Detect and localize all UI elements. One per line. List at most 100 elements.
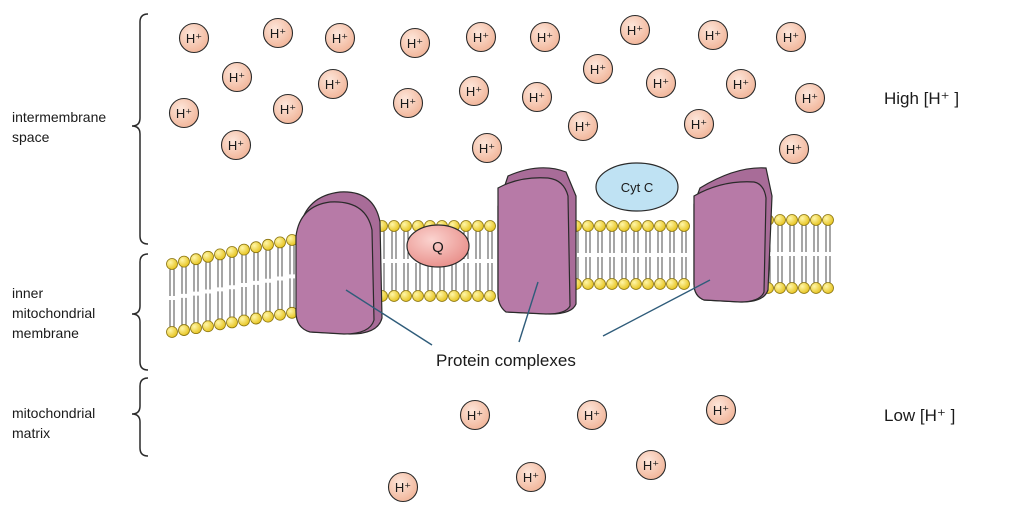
proton-ion: H⁺ — [317, 68, 349, 100]
lipid-head — [460, 290, 472, 302]
lipid-head — [594, 278, 606, 290]
proton-label: H⁺ — [407, 36, 423, 51]
proton-label: H⁺ — [229, 70, 245, 85]
proton-ion: H⁺ — [683, 108, 715, 140]
lipid-head — [226, 316, 238, 329]
lipid-head — [786, 282, 798, 294]
proton-group: H⁺ H⁺ H⁺ H⁺ H⁺ H⁺ H⁺ H⁺ H⁺ H⁺ H⁺ H⁺ H⁺ H⁺ H⁺ H⁺ H⁺ H⁺ H⁺ H⁺… — [168, 14, 826, 503]
proton-ion: H⁺ — [458, 75, 490, 107]
lipid-head — [202, 250, 214, 263]
proton-ion: H⁺ — [582, 53, 614, 85]
proton-label: H⁺ — [584, 408, 600, 423]
proton-label: H⁺ — [467, 408, 483, 423]
q-label: Q — [432, 239, 444, 256]
brace-intermembrane — [131, 13, 149, 245]
protein-pointer-lines — [345, 279, 711, 346]
lipid-head — [250, 241, 262, 254]
lipid-head — [412, 290, 424, 302]
lipid-head — [178, 255, 190, 268]
lipid-head — [400, 290, 412, 302]
lipid-head — [774, 214, 786, 226]
lipid-head — [484, 220, 496, 232]
lipid-head — [654, 278, 666, 290]
proton-ion: H⁺ — [465, 21, 497, 53]
lipid-head — [484, 290, 496, 302]
high-concentration-label: High [H⁺ ] — [884, 89, 959, 108]
proton-label: H⁺ — [228, 138, 244, 153]
proton-ion: H⁺ — [324, 22, 356, 54]
lipid-head — [798, 214, 810, 226]
pointer-line-2 — [518, 281, 539, 343]
lipid-head — [618, 278, 630, 290]
lipid-head — [630, 220, 642, 232]
proton-ion: H⁺ — [567, 110, 599, 142]
lipid-head — [178, 324, 190, 336]
lipid-head — [448, 290, 460, 302]
cytochrome-c: Cyt C — [595, 162, 679, 212]
proton-label: H⁺ — [400, 96, 416, 111]
region-label-matrix: mitochondrial matrix — [12, 405, 99, 441]
lipid-head — [274, 308, 286, 321]
lipid-head — [666, 220, 678, 232]
protein-complexes-label: Protein complexes — [436, 351, 576, 370]
lipid-head — [618, 220, 630, 232]
proton-label: H⁺ — [332, 31, 348, 46]
lipid-head — [822, 214, 834, 226]
lipid-head — [798, 282, 810, 294]
lipid-head — [472, 290, 484, 302]
lipid-head — [262, 310, 274, 323]
proton-label: H⁺ — [783, 30, 799, 45]
pointer-line-1 — [345, 289, 433, 346]
lipid-head — [594, 220, 606, 232]
protein-complex-1 — [295, 191, 383, 335]
proton-ion: H⁺ — [794, 82, 826, 114]
proton-label: H⁺ — [466, 84, 482, 99]
lipid-head — [810, 282, 822, 294]
pointer-line-3 — [602, 279, 711, 337]
proton-ion: H⁺ — [399, 27, 431, 59]
proton-ion: H⁺ — [220, 129, 252, 161]
lipid-head — [606, 278, 618, 290]
proton-ion: H⁺ — [697, 19, 729, 51]
lipid-head — [400, 220, 412, 232]
brace-matrix — [131, 377, 149, 457]
proton-label: H⁺ — [537, 30, 553, 45]
proton-label: H⁺ — [280, 102, 296, 117]
proton-label: H⁺ — [395, 480, 411, 495]
proton-ion: H⁺ — [272, 93, 304, 125]
proton-ion: H⁺ — [387, 471, 419, 503]
lipid-head — [582, 278, 594, 290]
proton-label: H⁺ — [590, 62, 606, 77]
lipid-head — [472, 220, 484, 232]
lipid-head — [190, 322, 202, 335]
lipid-head — [678, 220, 690, 232]
protein-complex-2 — [497, 167, 577, 315]
lipid-head — [630, 278, 642, 290]
proton-label: H⁺ — [627, 23, 643, 38]
proton-ion: H⁺ — [725, 68, 757, 100]
protein-complex-3 — [693, 167, 773, 303]
lipid-head — [226, 246, 238, 258]
lipid-head — [190, 253, 202, 266]
lipid-head — [214, 318, 226, 331]
proton-ion: H⁺ — [635, 449, 667, 481]
proton-ion: H⁺ — [521, 81, 553, 113]
proton-label: H⁺ — [653, 76, 669, 91]
lipid-head — [388, 290, 400, 302]
proton-ion: H⁺ — [515, 461, 547, 493]
lipid-head — [606, 220, 618, 232]
proton-label: H⁺ — [643, 458, 659, 473]
proton-ion: H⁺ — [705, 394, 737, 426]
phospholipid-bilayer — [166, 214, 834, 338]
lipid-head — [436, 290, 448, 302]
proton-label: H⁺ — [733, 77, 749, 92]
lipid-head — [388, 220, 400, 232]
proton-ion: H⁺ — [529, 21, 561, 53]
lipid-head — [774, 282, 786, 294]
lipid-head — [166, 258, 178, 270]
proton-label: H⁺ — [691, 117, 707, 132]
proton-ion: H⁺ — [459, 399, 491, 431]
proton-label: H⁺ — [529, 90, 545, 105]
region-label-inner-membrane: inner mitochondrial membrane — [12, 285, 99, 341]
lipid-head — [166, 326, 178, 338]
